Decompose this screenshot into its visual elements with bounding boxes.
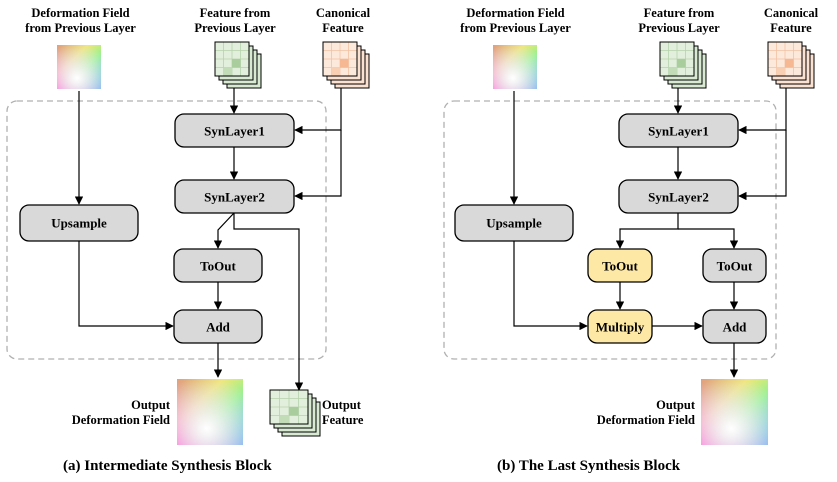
toout-label: ToOut <box>717 259 753 274</box>
feature-stack-icon <box>214 41 262 89</box>
canonical-input-label: Canonical Feature <box>763 6 819 35</box>
upsample-label: Upsample <box>51 216 107 231</box>
feature-input-label: Feature from Previous Layer <box>638 6 720 35</box>
add-label: Add <box>723 320 748 335</box>
block-boundary <box>6 100 327 360</box>
deformation-field-input-label: Deformation Field from Previous Layer <box>25 6 136 35</box>
toout-highlight-label: ToOut <box>602 259 638 274</box>
arrow-canonical-to-synlayer2 <box>738 130 787 201</box>
panel-a <box>6 41 370 445</box>
output-deformation-field-thumbnail <box>177 379 243 445</box>
caption-b: (b) The Last Synthesis Block <box>497 458 681 474</box>
feature-input-label: Feature from Previous Layer <box>194 6 276 35</box>
synlayer2-label: SynLayer2 <box>204 190 265 205</box>
synlayer1-label: SynLayer1 <box>204 124 265 139</box>
canonical-input-label: Canonical Feature <box>315 6 371 35</box>
deformation-field-input-label: Deformation Field from Previous Layer <box>460 6 571 35</box>
output-deformation-field-label: Output Deformation Field <box>596 398 695 427</box>
multiply-label: Multiply <box>596 320 645 335</box>
output-deformation-field-label: Output Deformation Field <box>71 398 170 427</box>
output-deformation-field-thumbnail <box>701 379 768 445</box>
arrow-upsample-to-add <box>78 241 174 331</box>
output-feature-stack-icon <box>269 389 321 437</box>
deformation-field-thumbnail <box>493 45 537 89</box>
add-label: Add <box>206 320 231 335</box>
arrow-synlayer2-to-toout <box>678 228 739 249</box>
arrow-synlayer2-to-output-feature <box>233 213 304 391</box>
block-boundary <box>443 100 777 360</box>
canonical-stack-icon <box>767 41 815 89</box>
arrow-synlayer2-to-toout <box>213 212 235 249</box>
deformation-field-thumbnail <box>57 45 101 89</box>
output-feature-label: Output Feature <box>322 398 364 427</box>
arrow-upsample-to-multiply <box>513 241 588 331</box>
arrow-canonical-to-synlayer2 <box>294 130 342 201</box>
arrow-synlayer2-split <box>615 213 679 249</box>
arrow-canonical-to-synlayer1 <box>294 88 342 135</box>
feature-stack-icon <box>659 41 707 89</box>
canonical-stack-icon <box>322 41 370 89</box>
toout-label: ToOut <box>200 259 236 274</box>
synlayer1-label: SynLayer1 <box>648 124 709 139</box>
upsample-label: Upsample <box>486 216 542 231</box>
synlayer2-label: SynLayer2 <box>648 190 709 205</box>
arrow-canonical-to-synlayer1 <box>738 88 787 135</box>
panel-b <box>443 41 815 445</box>
caption-a: (a) Intermediate Synthesis Block <box>63 458 272 474</box>
